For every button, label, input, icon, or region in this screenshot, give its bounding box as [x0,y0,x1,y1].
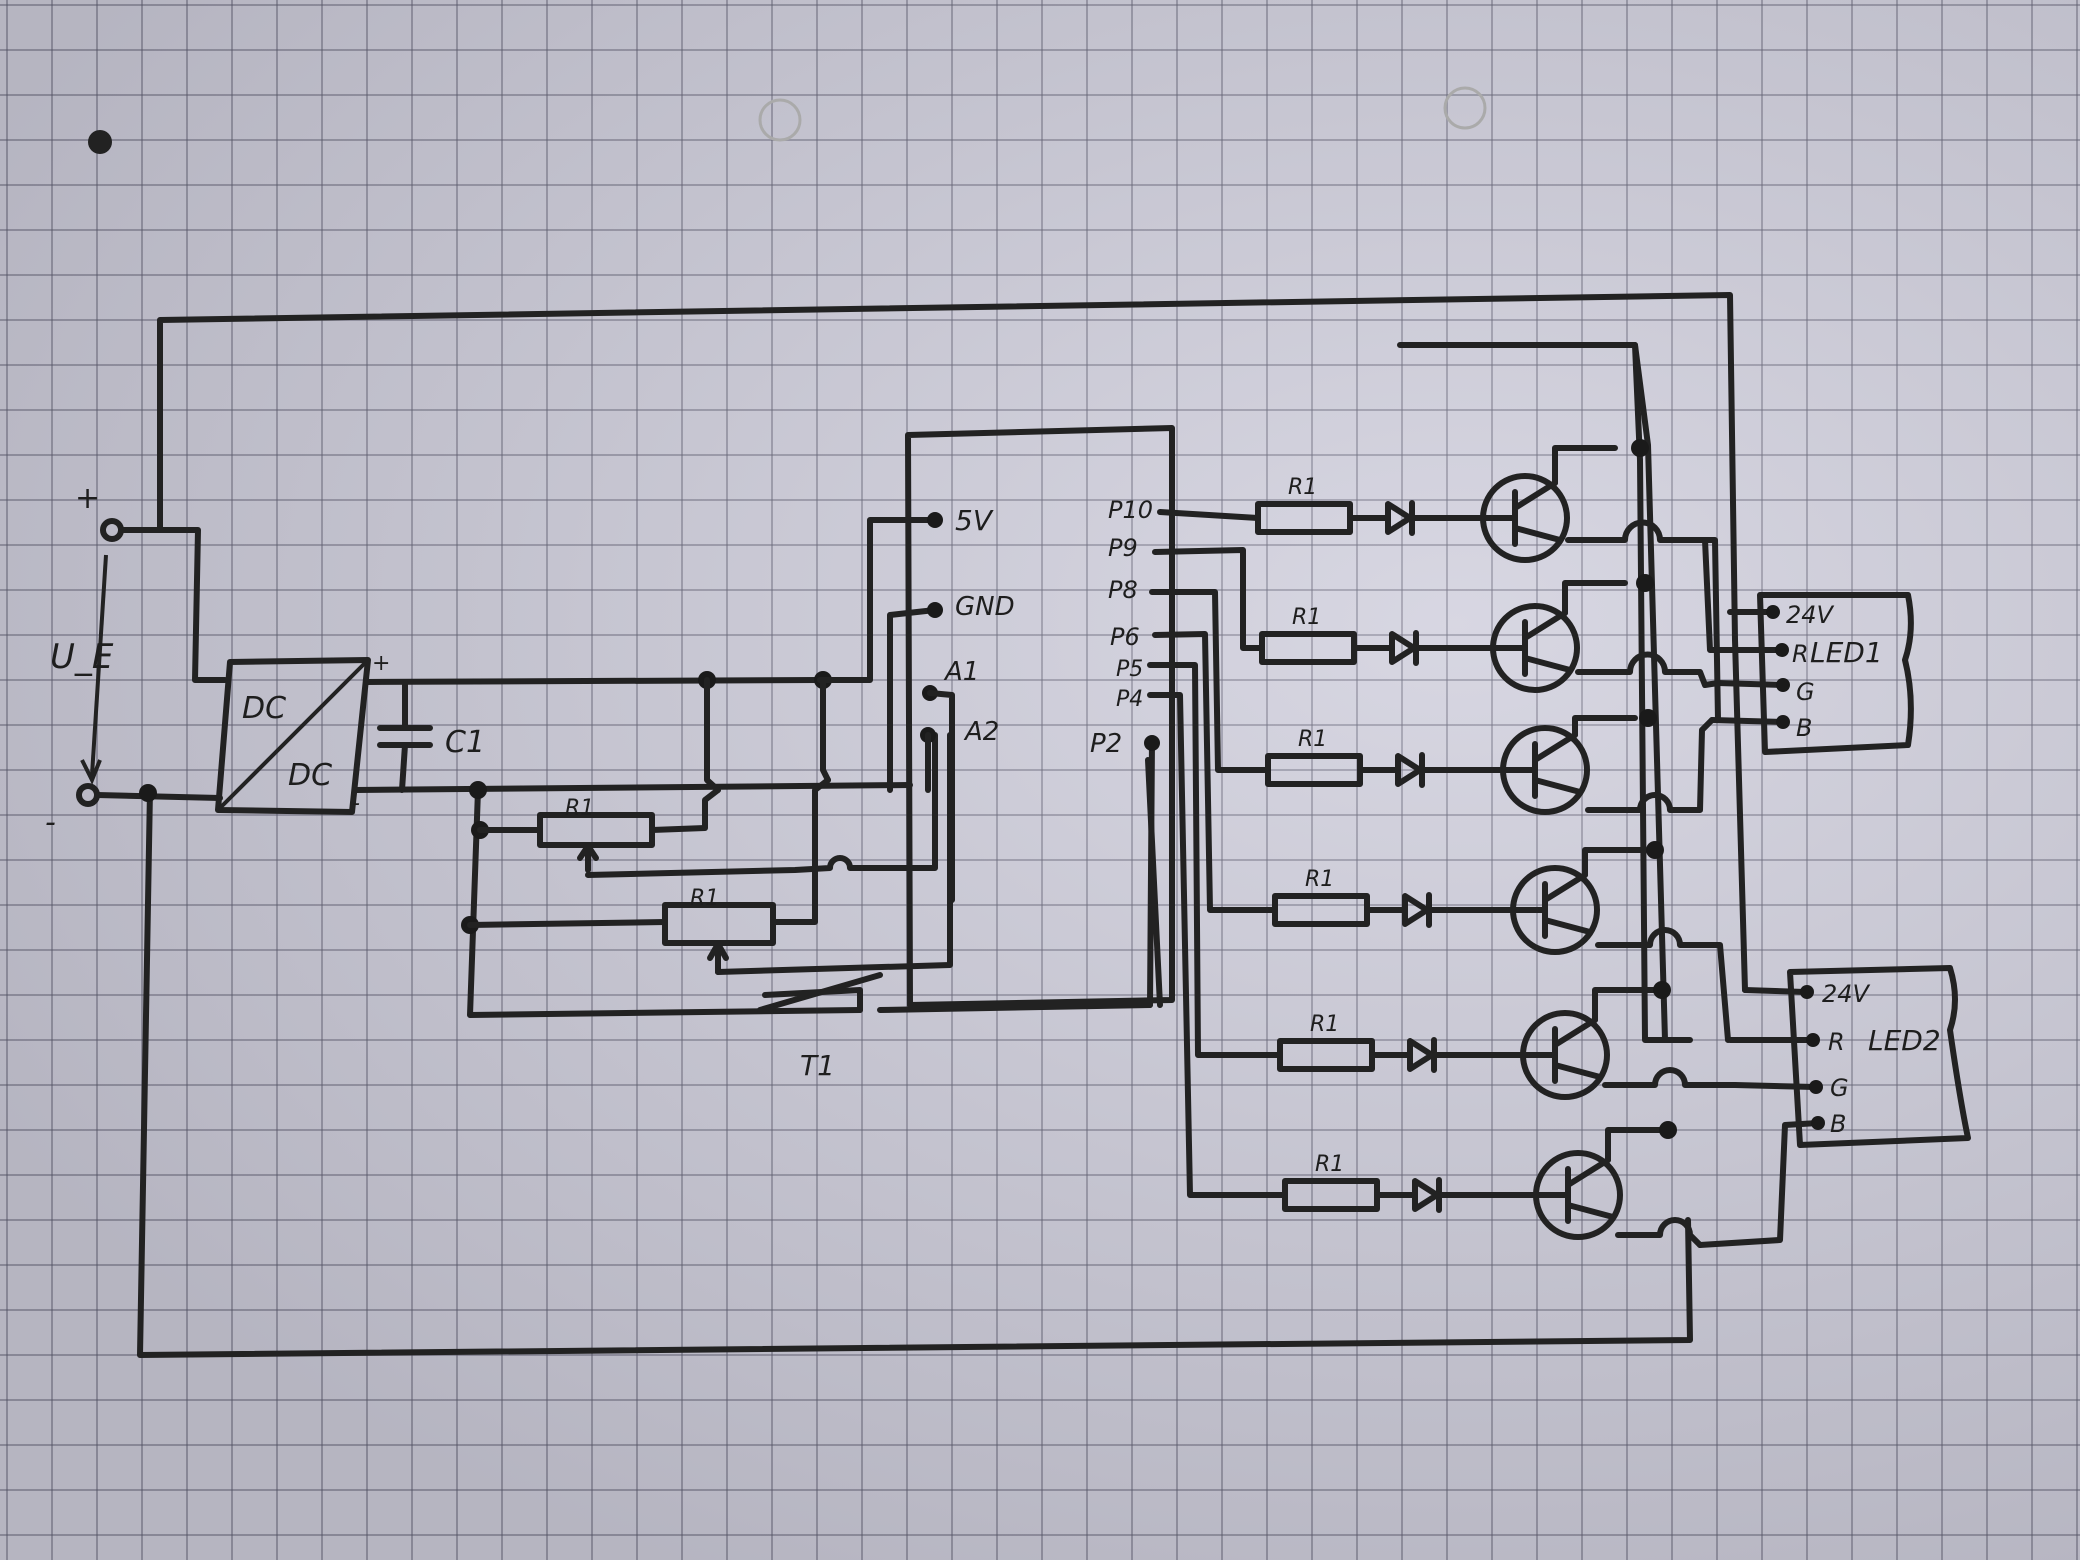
pin-5v-label: 5V [955,504,994,537]
collector-wire [1582,847,1648,878]
transistor-leads [1532,1017,1603,1084]
input-plus-label: + [75,481,100,516]
pin-p8-label: P8 [1108,576,1138,604]
led1-pin-r: R [1792,640,1809,668]
resistor-label: R1 [1298,727,1327,752]
dc-dc-converter [215,657,371,815]
led1-pin-b: B [1796,714,1812,742]
resistor-label: R1 [1310,1012,1339,1037]
button-label: T1 [800,1049,835,1082]
transistor-icon [1510,865,1600,955]
potentiometer-network [461,671,953,1018]
pin-p4-label: P4 [1116,687,1143,712]
pin-p10-label: P10 [1108,496,1153,524]
transistor-leads [1492,480,1563,547]
converter-plus-label: + [372,651,390,676]
input-minus-label: - [45,805,56,840]
diode-icon [1395,752,1425,788]
resistor-r1 [1259,631,1357,665]
led1-pin-g: G [1796,678,1815,706]
input-voltage-label: U_E [50,637,114,677]
capacitor-label: C1 [445,725,485,760]
transistor-icon [1490,603,1580,693]
diode-icon [1402,892,1432,928]
pin-p2-label: P2 [1090,729,1122,759]
diode-icon [1389,630,1419,666]
output-wiring [1565,519,1738,1248]
led2-name: LED2 [1868,1024,1941,1057]
binder-rings [88,86,1487,154]
diode-icon [1412,1177,1442,1213]
led2-pin-g: G [1830,1074,1849,1102]
upper-rail-wire [1397,342,1693,1043]
transistor-leads [1512,732,1583,799]
pin-p2-dot [1144,735,1160,751]
transistor-icon [1520,1010,1610,1100]
transistor-bus [1631,342,1677,1139]
pin-p9-label: P9 [1108,534,1138,562]
resistor-r1 [1282,1178,1380,1212]
potentiometer-2-label: R1 [690,886,719,911]
pin-routing [907,509,1288,1198]
converter-minus-label: - [352,791,360,816]
transistor-icon [1500,725,1590,815]
collector-wire [1572,715,1638,738]
collector-wire [1562,580,1628,616]
resistor-label: R1 [1305,867,1334,892]
led2-pin-24v: 24V [1822,980,1871,1008]
diode-icon [1385,500,1415,536]
converter-label-in: DC [242,691,286,726]
bottom-ground-wire [137,787,1693,1358]
pin-a1-label: A1 [943,657,979,687]
pin-gnd-label: GND [955,592,1015,622]
transistor-icon [1533,1150,1623,1240]
resistor-r1 [1272,893,1370,927]
collector-wire [1552,445,1618,486]
resistor-label: R1 [1292,605,1321,630]
led2-pin-b: B [1830,1110,1846,1138]
resistor-r1 [1277,1038,1375,1072]
transistor-leads [1545,1157,1616,1224]
converter-label-out: DC [288,758,332,793]
led1-pin-24v: 24V [1786,601,1835,629]
led2-pin-r: R [1828,1028,1845,1056]
transistor-icon [1480,473,1570,563]
led2-connector [1697,637,1971,1248]
transistor-leads [1502,610,1573,677]
pin-a2-label: A2 [963,717,999,747]
resistor-label: R1 [1315,1152,1344,1177]
input-terminals [76,518,228,807]
transistor-leads [1522,872,1593,939]
diode-icon [1407,1037,1437,1073]
pin-p5-label: P5 [1116,657,1143,682]
resistor-r1 [1265,753,1363,787]
collector-wire [1605,1127,1671,1163]
microcontroller-block [817,425,1175,1008]
pin-p6-label: P6 [1110,623,1140,651]
led1-name: LED1 [1810,636,1883,669]
resistor-label: R1 [1288,475,1317,500]
potentiometer-1-label: R1 [565,796,594,821]
top-supply-wire [157,292,1738,643]
resistor-r1 [1255,501,1353,535]
collector-wire [1592,987,1658,1023]
